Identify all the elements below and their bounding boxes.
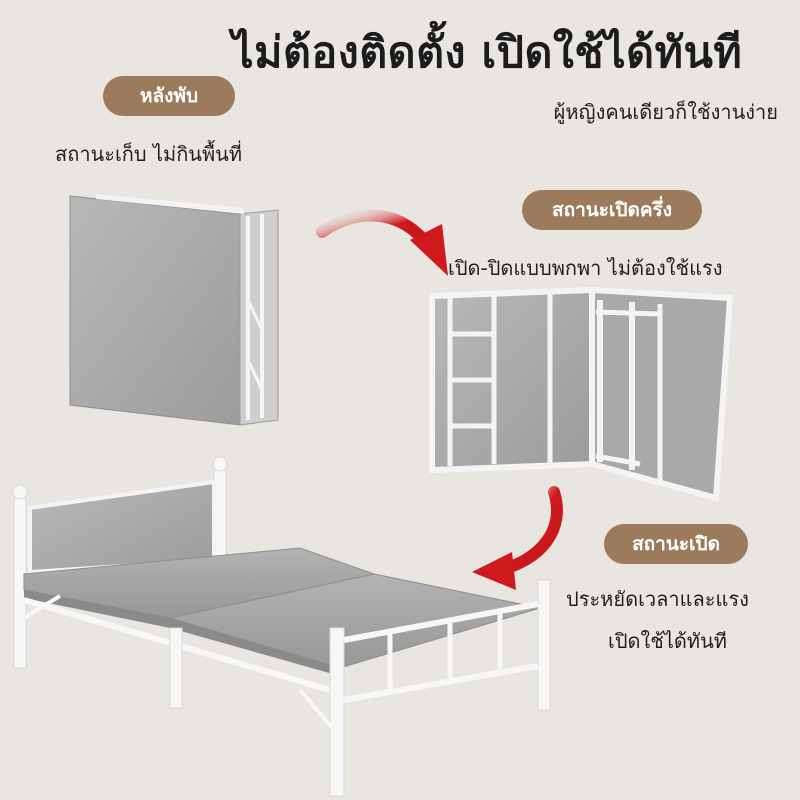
- half-open-caption: เปิด-ปิดแบบพกพา ไม่ต้องใช้แรง: [448, 256, 723, 280]
- folded-bed-image: [69, 194, 279, 426]
- open-badge: สถานะเปิด: [604, 524, 748, 564]
- subline: ผู้หญิงคนเดียวก็ใช้งานง่าย: [553, 100, 778, 124]
- arrow-half-to-open-icon: [472, 486, 563, 590]
- open-caption-line1: ประหยัดเวลาและแรง: [566, 587, 749, 611]
- arrow-folded-to-half-icon: [316, 209, 448, 276]
- half-open-badge: สถานะเปิดครึ่ง: [522, 190, 702, 230]
- headline: ไม่ต้องติดตั้ง เปิดใช้ได้ทันที: [232, 28, 743, 78]
- half-open-bed-image: [429, 286, 734, 502]
- open-bed-image: [12, 456, 551, 797]
- open-caption-line2: เปิดใช้ได้ทันที: [608, 629, 727, 653]
- folded-badge: หลังพับ: [103, 76, 235, 116]
- folded-caption: สถานะเก็บ ไม่กินพื้นที่: [55, 142, 243, 166]
